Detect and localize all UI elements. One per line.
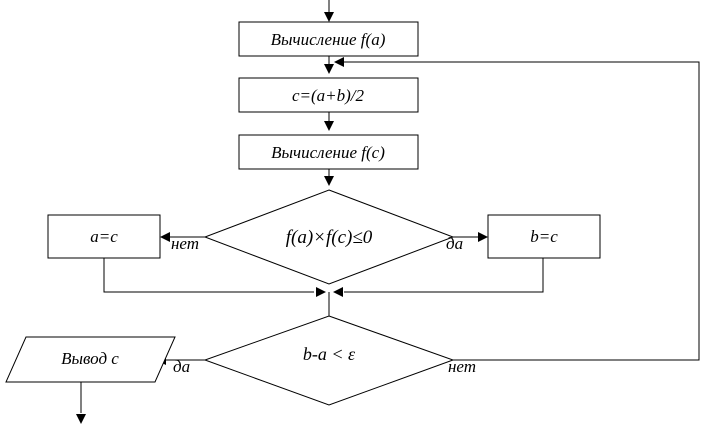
assign-a-block: a=c — [47, 214, 161, 259]
assign-b-text: b=c — [530, 227, 558, 246]
compute-fc-text: Вычисление f(c) — [271, 143, 385, 162]
arrowhead-loop-entry — [334, 57, 344, 67]
arrowhead-merge-right — [333, 287, 343, 297]
midpoint-text: c=(a+b)/2 — [292, 86, 365, 105]
product-decision: f(a)×f(c)≤0 — [203, 189, 455, 285]
compute-fa-block: Вычисление f(a) — [238, 21, 419, 57]
output-block: Вывод c — [5, 336, 176, 383]
label-yes-output: да — [173, 357, 190, 376]
arrowhead-merge-left — [316, 287, 326, 297]
loop-back-line — [344, 61, 700, 361]
assign-a-merge-line — [103, 258, 314, 293]
assign-b-block: b=c — [487, 214, 601, 259]
midpoint-block: c=(a+b)/2 — [238, 77, 419, 113]
compute-fc-block: Вычисление f(c) — [238, 134, 419, 170]
label-no-left: нет — [171, 234, 199, 253]
arrowhead-exit — [76, 414, 86, 424]
compute-fa-text: Вычисление f(a) — [271, 30, 386, 49]
interval-decision: b-a < ε — [203, 315, 455, 406]
label-yes-right: да — [446, 234, 463, 253]
assign-b-merge-line — [344, 258, 544, 293]
arrowhead-to-assign-b — [478, 232, 488, 242]
arrowhead-to-assign-a — [160, 232, 170, 242]
assign-a-text: a=c — [90, 227, 118, 246]
arrowhead-to-compute-fc — [324, 121, 334, 131]
product-decision-text: f(a)×f(c)≤0 — [286, 227, 373, 248]
arrowhead-to-decision — [324, 176, 334, 186]
interval-decision-text: b-a < ε — [303, 344, 356, 364]
arrowhead-to-midpoint — [324, 64, 334, 74]
label-no-loop: нет — [448, 357, 476, 376]
output-text: Вывод c — [61, 349, 119, 368]
arrowhead-to-compute-fa — [324, 12, 334, 22]
